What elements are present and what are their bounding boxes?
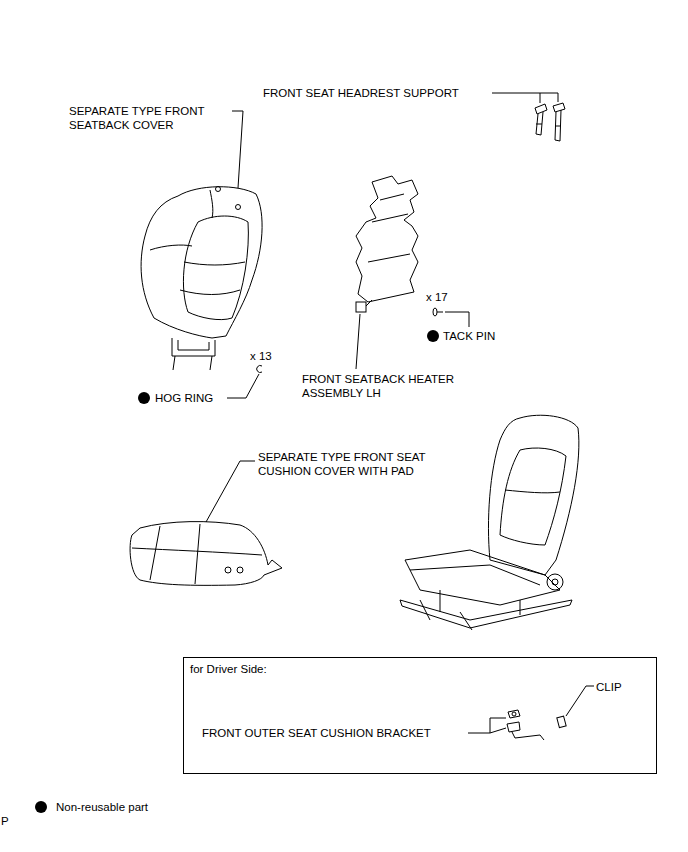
- clip: [557, 716, 566, 727]
- part-name: SEPARATE TYPE FRONT SEAT CUSHION COVER W…: [258, 450, 456, 478]
- headrest-support: [535, 103, 565, 141]
- part-name: TACK PIN: [443, 329, 533, 343]
- note-heading: for Driver Side:: [190, 662, 267, 676]
- part-name: CLIP: [596, 680, 622, 694]
- seatback-heater: [356, 176, 418, 312]
- part-name: FRONT SEAT HEADREST SUPPORT: [263, 86, 503, 100]
- cushion-bracket: [507, 710, 544, 740]
- non-reusable-mark: [138, 392, 150, 404]
- part-name: FRONT OUTER SEAT CUSHION BRACKET: [202, 726, 431, 740]
- legend-text: Non-reusable part: [56, 800, 148, 814]
- legend-item: Non-reusable part: [34, 800, 148, 814]
- quantity: x 13: [250, 349, 290, 363]
- note-box: for Driver Side: FRONT OUTER SEAT CUSHION…: [183, 657, 657, 774]
- part-name: HOG RING: [155, 391, 245, 405]
- legend-symbol: [34, 800, 48, 814]
- tack-pin: [433, 308, 443, 316]
- part-name: FRONT SEATBACK HEATER ASSEMBLY LH: [302, 372, 480, 400]
- seat-cushion: [130, 522, 282, 586]
- part-name: SEPARATE TYPE FRONT SEATBACK COVER: [69, 104, 229, 132]
- leader-line: [206, 93, 594, 733]
- hog-ring: [257, 366, 262, 373]
- page-mark: P: [1, 814, 21, 828]
- quantity: x 17: [426, 290, 466, 304]
- assembled-seat: [400, 415, 579, 630]
- non-reusable-mark: [427, 330, 439, 342]
- seatback-cover: [141, 187, 262, 371]
